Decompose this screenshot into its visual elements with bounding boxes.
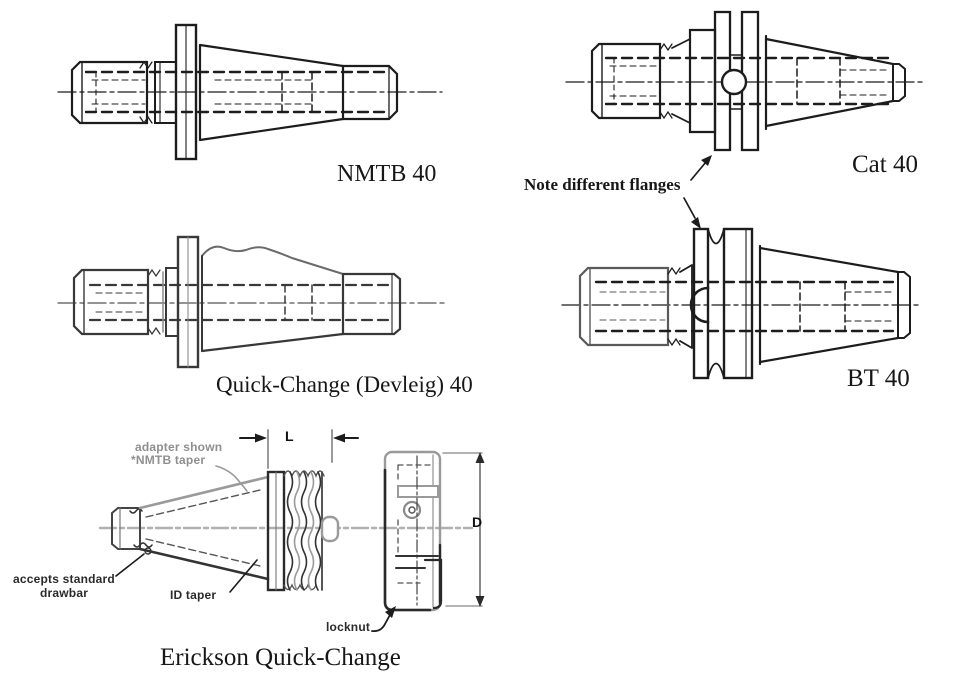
devleig40-drawing <box>57 235 447 369</box>
locknut-label: locknut <box>326 620 371 634</box>
adapter-shown-label: adapter shown <box>135 440 223 454</box>
accepts-standard-label: accepts standard <box>13 572 115 586</box>
erickson-drawing <box>98 429 485 633</box>
note-arrow-to-cat40 <box>690 161 707 181</box>
nmtb-taper-label: *NMTB taper <box>131 453 206 467</box>
id-taper-label: ID taper <box>170 588 217 602</box>
bt40-drawing <box>561 227 923 380</box>
diameter-extension-lines <box>442 452 483 607</box>
diameter-dim-label: D <box>472 514 483 530</box>
id-taper-leader <box>229 559 258 593</box>
locknut-leader <box>371 612 392 633</box>
nmtb40-drawing <box>57 23 443 161</box>
drawbar-label: drawbar <box>40 586 89 600</box>
adapter-leader <box>215 465 248 492</box>
note-arrows <box>683 155 712 229</box>
note-different-flanges-label: Note different flanges <box>524 175 681 194</box>
note-arrow-to-bt40 <box>683 197 696 219</box>
cat40-drawing <box>565 10 927 152</box>
bt40-label: BT 40 <box>847 365 910 392</box>
cat40-label: Cat 40 <box>852 151 918 178</box>
devleig40-label: Quick-Change (Devleig) 40 <box>216 372 473 397</box>
accepts-drawbar-leader <box>115 553 145 577</box>
length-dim-label: L <box>285 428 294 444</box>
nmtb40-label: NMTB 40 <box>337 161 437 187</box>
erickson-label: Erickson Quick-Change <box>160 644 401 671</box>
length-extension-lines <box>267 429 333 469</box>
